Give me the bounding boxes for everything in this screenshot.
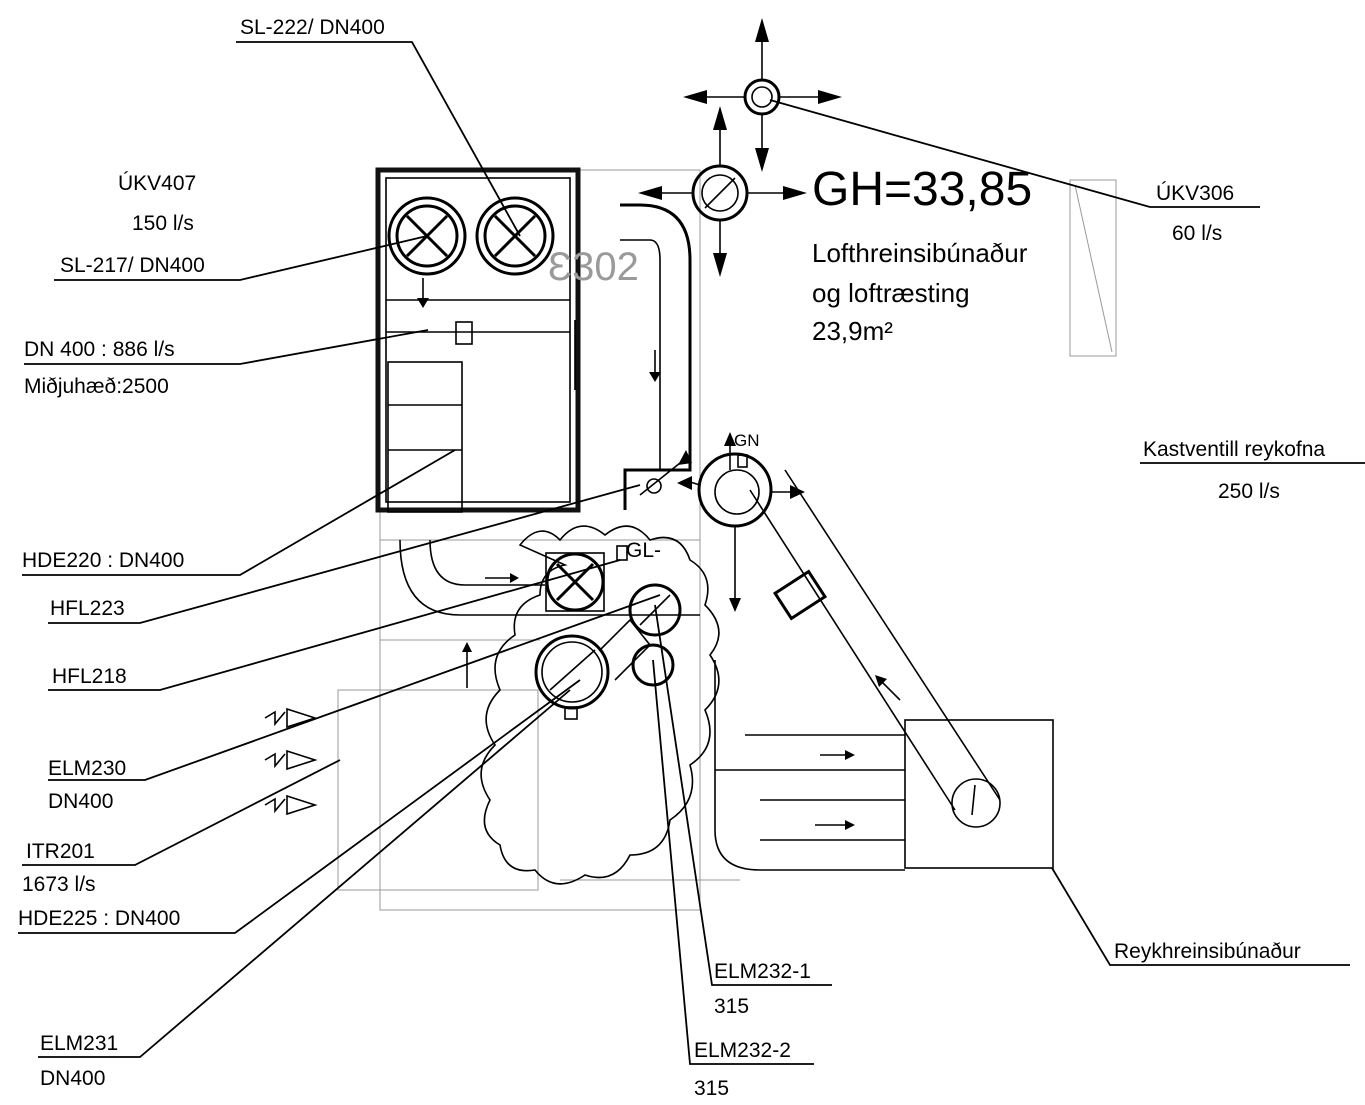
leader-lines [18,41,1365,1065]
gn-gl-marks [616,432,748,561]
label-elm231-dn: DN400 [40,1067,105,1090]
label-reykhreinsibunadur: Reykhreinsibúnaður [1114,940,1301,963]
label-elm231: ELM231 [40,1032,118,1055]
label-elm232-1-size: 315 [714,995,749,1018]
diffuser-ukv306 [683,18,842,172]
exhaust-grilles [264,707,318,816]
label-ukv306-flow: 60 l/s [1172,222,1222,245]
smoke-cleaner-unit [904,719,1054,869]
room-number: Ɛ302 [548,245,639,289]
room-name-line2: og loftræsting [812,278,970,308]
label-midjuhaed: Miðjuhæð:2500 [24,375,169,398]
smoke-ducts [714,469,1054,871]
label-hde220: HDE220 : DN400 [22,549,184,572]
label-hde225: HDE225 : DN400 [18,907,180,930]
room-gh: GH=33,85 [812,163,1032,216]
diffuser-center [638,106,807,277]
label-kastventill-flow: 250 l/s [1218,480,1280,503]
label-ukv407-flow: 150 l/s [132,212,194,235]
air-handling-unit [375,167,581,513]
label-sl217: SL-217/ DN400 [60,254,205,277]
room-area: 23,9m² [812,316,893,346]
label-elm232-2-size: 315 [694,1077,729,1100]
label-gn: GN [734,431,760,450]
supply-valve-ukv407 [387,196,467,276]
label-elm230: ELM230 [48,757,126,780]
room-name-line1: Lofthreinsibúnaður [812,238,1028,268]
label-itr201: ITR201 [26,840,95,863]
label-kastventill: Kastventill reykofna [1143,438,1325,461]
duct-run [399,203,700,688]
kastventill-valve [677,452,805,612]
label-dn400-flow: DN 400 : 886 l/s [24,338,175,361]
supply-valve-sl222 [475,196,555,276]
label-gl: GL- [626,539,661,562]
label-elm230-dn: DN400 [48,790,113,813]
label-itr201-flow: 1673 l/s [22,873,96,896]
label-elm232-1: ELM232-1 [714,960,811,983]
label-hfl218: HFL218 [52,665,127,688]
label-elm232-2: ELM232-2 [694,1039,791,1062]
label-sl222: SL-222/ DN400 [240,16,385,39]
valve-elm232-2 [631,643,675,687]
valve-elm231 [534,618,652,720]
revision-cloud [480,525,720,885]
valve-hfl223 [545,552,605,612]
label-ukv407: ÚKV407 [118,172,196,195]
label-hfl223: HFL223 [50,597,125,620]
label-ukv306: ÚKV306 [1156,182,1234,205]
